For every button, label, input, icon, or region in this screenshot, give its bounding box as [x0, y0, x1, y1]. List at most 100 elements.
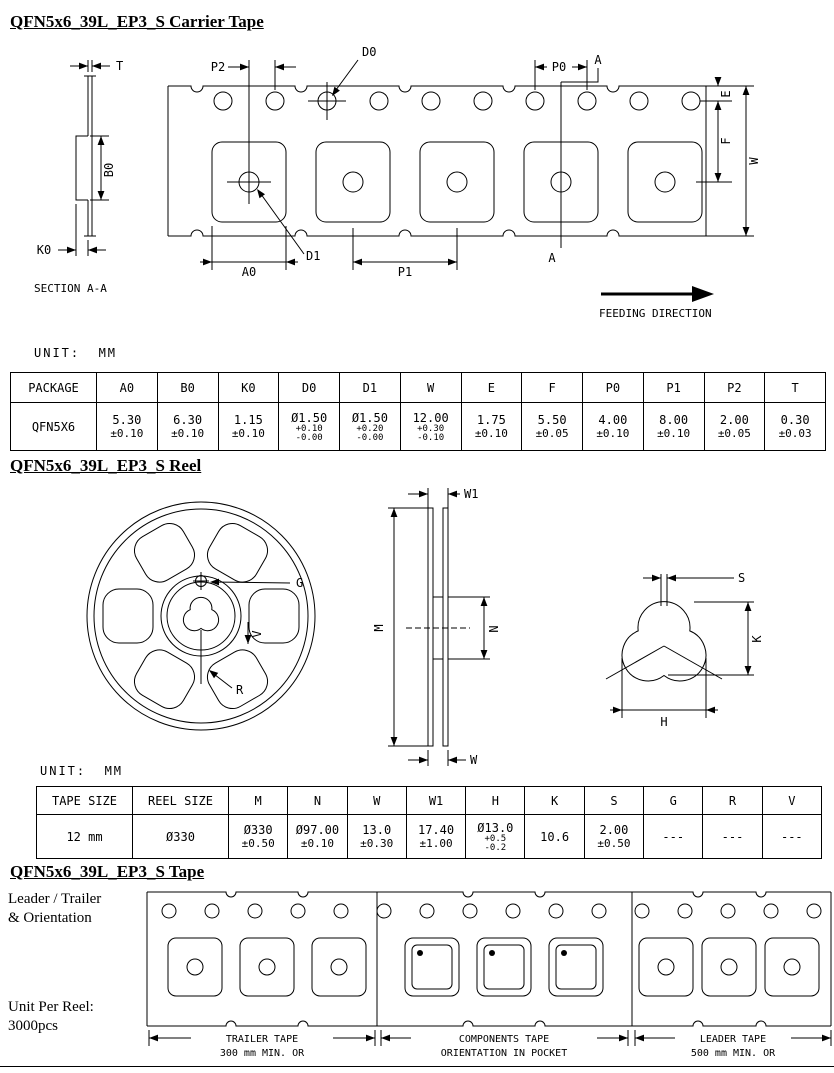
carrier-tape-linework [58, 59, 754, 296]
dim-label-f: F [719, 137, 733, 144]
dim-label-d1: D1 [306, 249, 320, 263]
column-header: K [524, 786, 585, 815]
column-header: D1 [339, 372, 401, 403]
reel-drawing: G V R W1 M N W S K H [86, 487, 764, 767]
section-mark-a-top: A [594, 53, 602, 67]
dim-label-k0: K0 [37, 243, 51, 257]
dim-label-k: K [750, 635, 764, 643]
unit-label-reel: UNIT: MM [40, 764, 124, 778]
spec-cell: --- [643, 814, 704, 859]
column-header: W1 [405, 786, 467, 815]
unit-per-reel-line1: Unit Per Reel: [8, 999, 94, 1015]
dim-label-w1: W1 [464, 487, 478, 501]
dim-label-s: S [738, 571, 745, 585]
spec-cell: QFN5X6 [10, 402, 97, 451]
unit-per-reel-line2: 3000pcs [8, 1018, 58, 1034]
spec-cell: 12.00+0.30-0.10 [399, 402, 462, 451]
spec-cell: Ø1.50+0.20-0.00 [339, 402, 401, 451]
spec-cell: --- [761, 814, 823, 859]
column-header: P0 [582, 372, 644, 403]
column-header: G [643, 786, 704, 815]
reel-title: QFN5x6_39L_EP3_S Reel [10, 456, 202, 475]
spec-cell: 1.15±0.10 [217, 402, 280, 451]
column-header: V [761, 786, 823, 815]
column-header: REEL SIZE [132, 786, 229, 815]
spec-cell: 0.30±0.03 [764, 402, 826, 451]
spec-cell: 5.30±0.10 [96, 402, 158, 451]
leader-trailer-note-line1: Leader / Trailer [8, 891, 102, 907]
spec-cell: 2.00±0.05 [703, 402, 766, 451]
column-header: W [399, 372, 462, 403]
leader-tape-sublabel: 500 mm MIN. OR [691, 1048, 776, 1059]
dim-label-r: R [236, 683, 244, 697]
dim-label-b0: B0 [102, 163, 116, 177]
spec-cell: 17.40±1.00 [405, 814, 467, 859]
dim-label-g: G [296, 576, 303, 590]
trailer-tape-sublabel: 300 mm MIN. OR [220, 1048, 305, 1059]
tape-orientation-drawing: TRAILER TAPE 300 mm MIN. OR COMPONENTS T… [146, 891, 832, 1059]
dim-label-p1: P1 [398, 265, 412, 279]
spec-cell: 4.00±0.10 [582, 402, 644, 451]
carrier-tape-drawing: T B0 K0 SECTION A-A P2 D0 P0 A A E F W A… [34, 45, 761, 320]
sprocket-holes [161, 903, 822, 919]
spec-cell: Ø97.00±0.10 [287, 814, 348, 859]
component-pin1-dots [417, 950, 567, 956]
column-header: T [764, 372, 826, 403]
dim-label-w: W [747, 157, 761, 165]
dim-label-w-side: W [470, 753, 478, 767]
column-header: PACKAGE [10, 372, 97, 403]
column-header: P1 [642, 372, 705, 403]
dim-label-v: V [250, 630, 264, 637]
dim-label-a0: A0 [242, 265, 256, 279]
leader-trailer-note: Leader / Trailer & Orientation [8, 890, 101, 928]
trailer-tape-label: TRAILER TAPE [226, 1034, 298, 1045]
spec-cell: Ø330±0.50 [227, 814, 289, 859]
feeding-direction-label: FEEDING DIRECTION [599, 307, 712, 320]
reel-spoke-cutouts [102, 522, 300, 710]
dimension-arrowheads [149, 1034, 831, 1042]
column-header: F [521, 372, 583, 403]
spec-cell: Ø330 [132, 814, 229, 859]
section-mark-a-bottom: A [548, 251, 556, 265]
column-header: K0 [217, 372, 280, 403]
dim-label-e: E [719, 90, 733, 97]
dimension-arrowheads [209, 490, 752, 764]
spec-cell: Ø1.50+0.10-0.00 [278, 402, 340, 451]
column-header: N [287, 786, 348, 815]
spec-cell: 6.30±0.10 [156, 402, 219, 451]
column-header: W [346, 786, 407, 815]
column-header: D0 [278, 372, 340, 403]
tape-orientation-linework [146, 891, 832, 1046]
dimension-arrowheads [67, 62, 750, 266]
tape-pockets [211, 141, 703, 223]
column-header: H [465, 786, 526, 815]
leader-trailer-note-line2: & Orientation [8, 910, 92, 926]
dim-label-p2: P2 [211, 60, 225, 74]
dim-label-p0: P0 [552, 60, 566, 74]
column-header: R [702, 786, 763, 815]
page-bottom-rule [0, 1066, 834, 1067]
spec-cell: 2.00±0.50 [583, 814, 645, 859]
column-header: P2 [703, 372, 766, 403]
components-tape-sublabel: ORIENTATION IN POCKET [441, 1048, 567, 1059]
column-header: S [583, 786, 645, 815]
carrier-tape-title: QFN5x6_39L_EP3_S Carrier Tape [10, 12, 264, 31]
leader-tape-label: LEADER TAPE [700, 1034, 766, 1045]
unit-per-reel-note: Unit Per Reel: 3000pcs [8, 998, 94, 1036]
dim-label-m: M [372, 624, 386, 631]
column-header: B0 [156, 372, 219, 403]
column-header: A0 [96, 372, 158, 403]
spec-cell: 12 mm [36, 814, 133, 859]
spec-cell: --- [702, 814, 763, 859]
sprocket-holes [213, 91, 701, 111]
tape-pockets [167, 937, 820, 997]
spec-cell: Ø13.0+0.5-0.2 [465, 814, 526, 859]
section-a-a-label: SECTION A-A [34, 282, 107, 295]
spec-cell: 5.50±0.05 [521, 402, 583, 451]
column-header: E [460, 372, 523, 403]
